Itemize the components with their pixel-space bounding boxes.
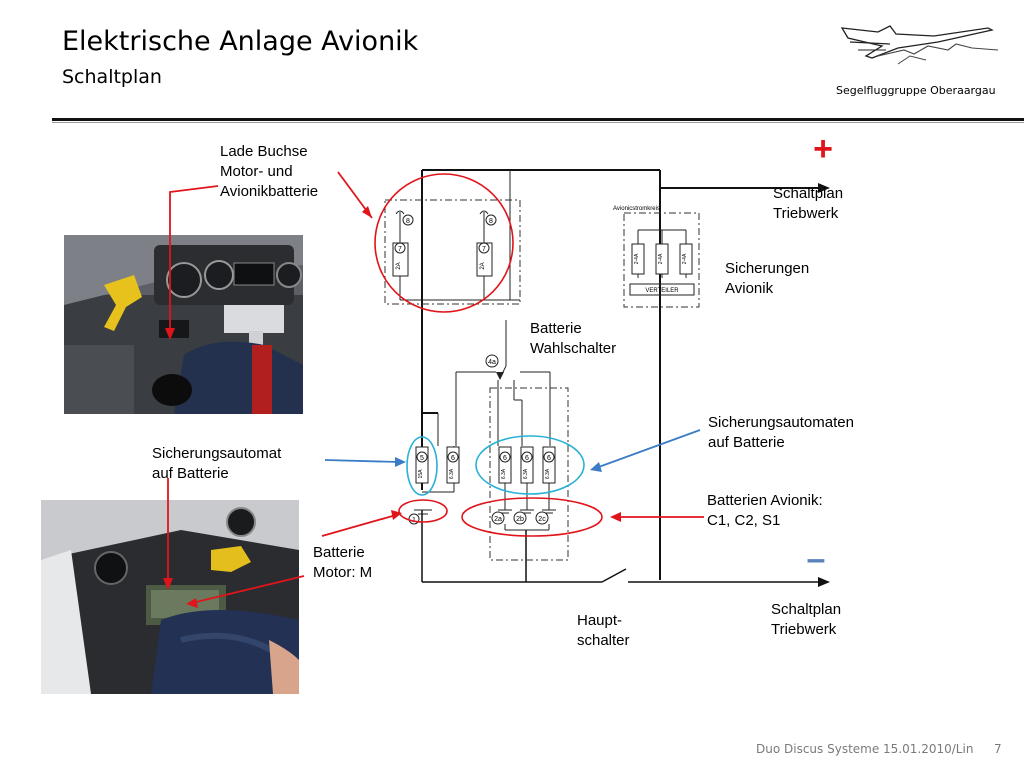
label-line: Avionikbatterie <box>220 183 319 200</box>
battery-fuse-value-2: 6.3A <box>523 468 529 479</box>
label-schaltplan-triebwerk-top: Schaltplan Triebwerk <box>773 184 843 224</box>
slide-subtitle: Schaltplan <box>62 66 162 88</box>
label-line: Motor: M <box>313 564 373 581</box>
lade-fuse-value-1: 2A <box>396 262 402 269</box>
battery-number-2c: 2c <box>538 516 546 523</box>
header-divider-thin <box>52 122 1024 123</box>
label-line: Triebwerk <box>773 205 839 222</box>
battery-fuses-highlight <box>475 435 585 495</box>
battery-fuse-number-1: 6 <box>503 455 507 462</box>
cockpit-photo-battery <box>41 500 299 694</box>
main-fuse-number: 5 <box>420 455 424 462</box>
label-batterie-motor: Batterie Motor: M <box>313 543 372 583</box>
label-line: auf Batterie <box>708 434 785 451</box>
label-line: Schaltplan <box>773 185 844 202</box>
slide-title: Elektrische Anlage Avionik <box>62 26 419 57</box>
label-schaltplan-triebwerk-bottom: Schaltplan Triebwerk <box>771 600 841 640</box>
avionik-fuse-value-1: 2-4A <box>634 253 640 264</box>
header-divider <box>52 118 1024 121</box>
label-hauptschalter: Haupt- schalter <box>577 611 630 651</box>
organization-name: Segelfluggruppe Oberaargau <box>836 84 996 97</box>
label-line: Sicherungsautomaten <box>708 414 854 431</box>
label-line: Haupt- <box>577 612 623 629</box>
motor-fuse-value: 6.3A <box>449 468 455 479</box>
label-line: Batterie <box>313 544 365 561</box>
footer-text: Duo Discus Systeme 15.01.2010/Lin <box>756 742 974 756</box>
lade-fuse-number-2: 7 <box>482 246 486 253</box>
avionik-box-label: Avionicstromkreis <box>613 206 660 212</box>
label-line: Triebwerk <box>771 621 837 638</box>
label-line: schalter <box>577 632 630 649</box>
battery-fuse-number-2: 6 <box>525 455 529 462</box>
label-sicherungen-avionik: Sicherungen Avionik <box>725 259 809 299</box>
avionik-fuse-value-3: 2-4A <box>682 253 688 264</box>
lade-buchse-highlight <box>374 173 514 313</box>
label-line: Batterie <box>530 320 582 337</box>
label-line: Avionik <box>725 280 774 297</box>
cockpit-photo-charging-socket <box>64 235 303 414</box>
label-line: Motor- und <box>220 163 293 180</box>
label-sicherungsautomaten: Sicherungsautomaten auf Batterie <box>708 413 854 453</box>
avionik-batteries-highlight <box>461 497 603 537</box>
verteiler-label: VERTEILER <box>645 288 679 294</box>
label-line: Schaltplan <box>771 601 842 618</box>
socket-number-1: 8 <box>406 218 410 225</box>
selector-number: 4a <box>488 359 496 366</box>
label-line: C1, C2, S1 <box>707 512 781 529</box>
annotation-arrowheads <box>163 206 621 608</box>
lade-fuse-value-2: 2A <box>480 262 486 269</box>
lade-fuse-number-1: 7 <box>398 246 402 253</box>
motor-battery-highlight <box>398 499 448 523</box>
label-line: Lade Buchse <box>220 143 308 160</box>
label-line: Batterien Avionik: <box>707 492 823 509</box>
battery-number-2a: 2a <box>494 516 502 523</box>
motor-fuse-number: 6 <box>451 455 455 462</box>
label-line: auf Batterie <box>152 465 229 482</box>
battery-number-2b: 2b <box>516 516 524 523</box>
page-number: 7 <box>994 742 1002 756</box>
main-fuse-highlight <box>406 436 438 496</box>
label-batterie-wahlschalter: Batterie Wahlschalter <box>530 319 616 359</box>
plus-symbol: + <box>813 130 833 168</box>
battery-fuse-value-1: 6.3A <box>501 468 507 479</box>
glider-logo-icon <box>840 25 999 65</box>
battery-fuse-value-3: 6.3A <box>545 468 551 479</box>
minus-symbol: – <box>807 540 826 578</box>
avionik-fuse-value-2: 2-4A <box>658 253 664 264</box>
socket-number-2: 8 <box>489 218 493 225</box>
label-line: Sicherungen <box>725 260 810 277</box>
label-line: Sicherungsautomat <box>152 445 282 462</box>
label-batterien-avionik: Batterien Avionik: C1, C2, S1 <box>707 491 823 531</box>
label-sicherungsautomat: Sicherungsautomat auf Batterie <box>152 444 281 484</box>
label-line: Wahlschalter <box>530 340 617 357</box>
battery-fuse-number-3: 6 <box>547 455 551 462</box>
main-fuse-value: 15A <box>418 469 424 479</box>
label-lade-buchse: Lade Buchse Motor- und Avionikbatterie <box>220 142 318 202</box>
